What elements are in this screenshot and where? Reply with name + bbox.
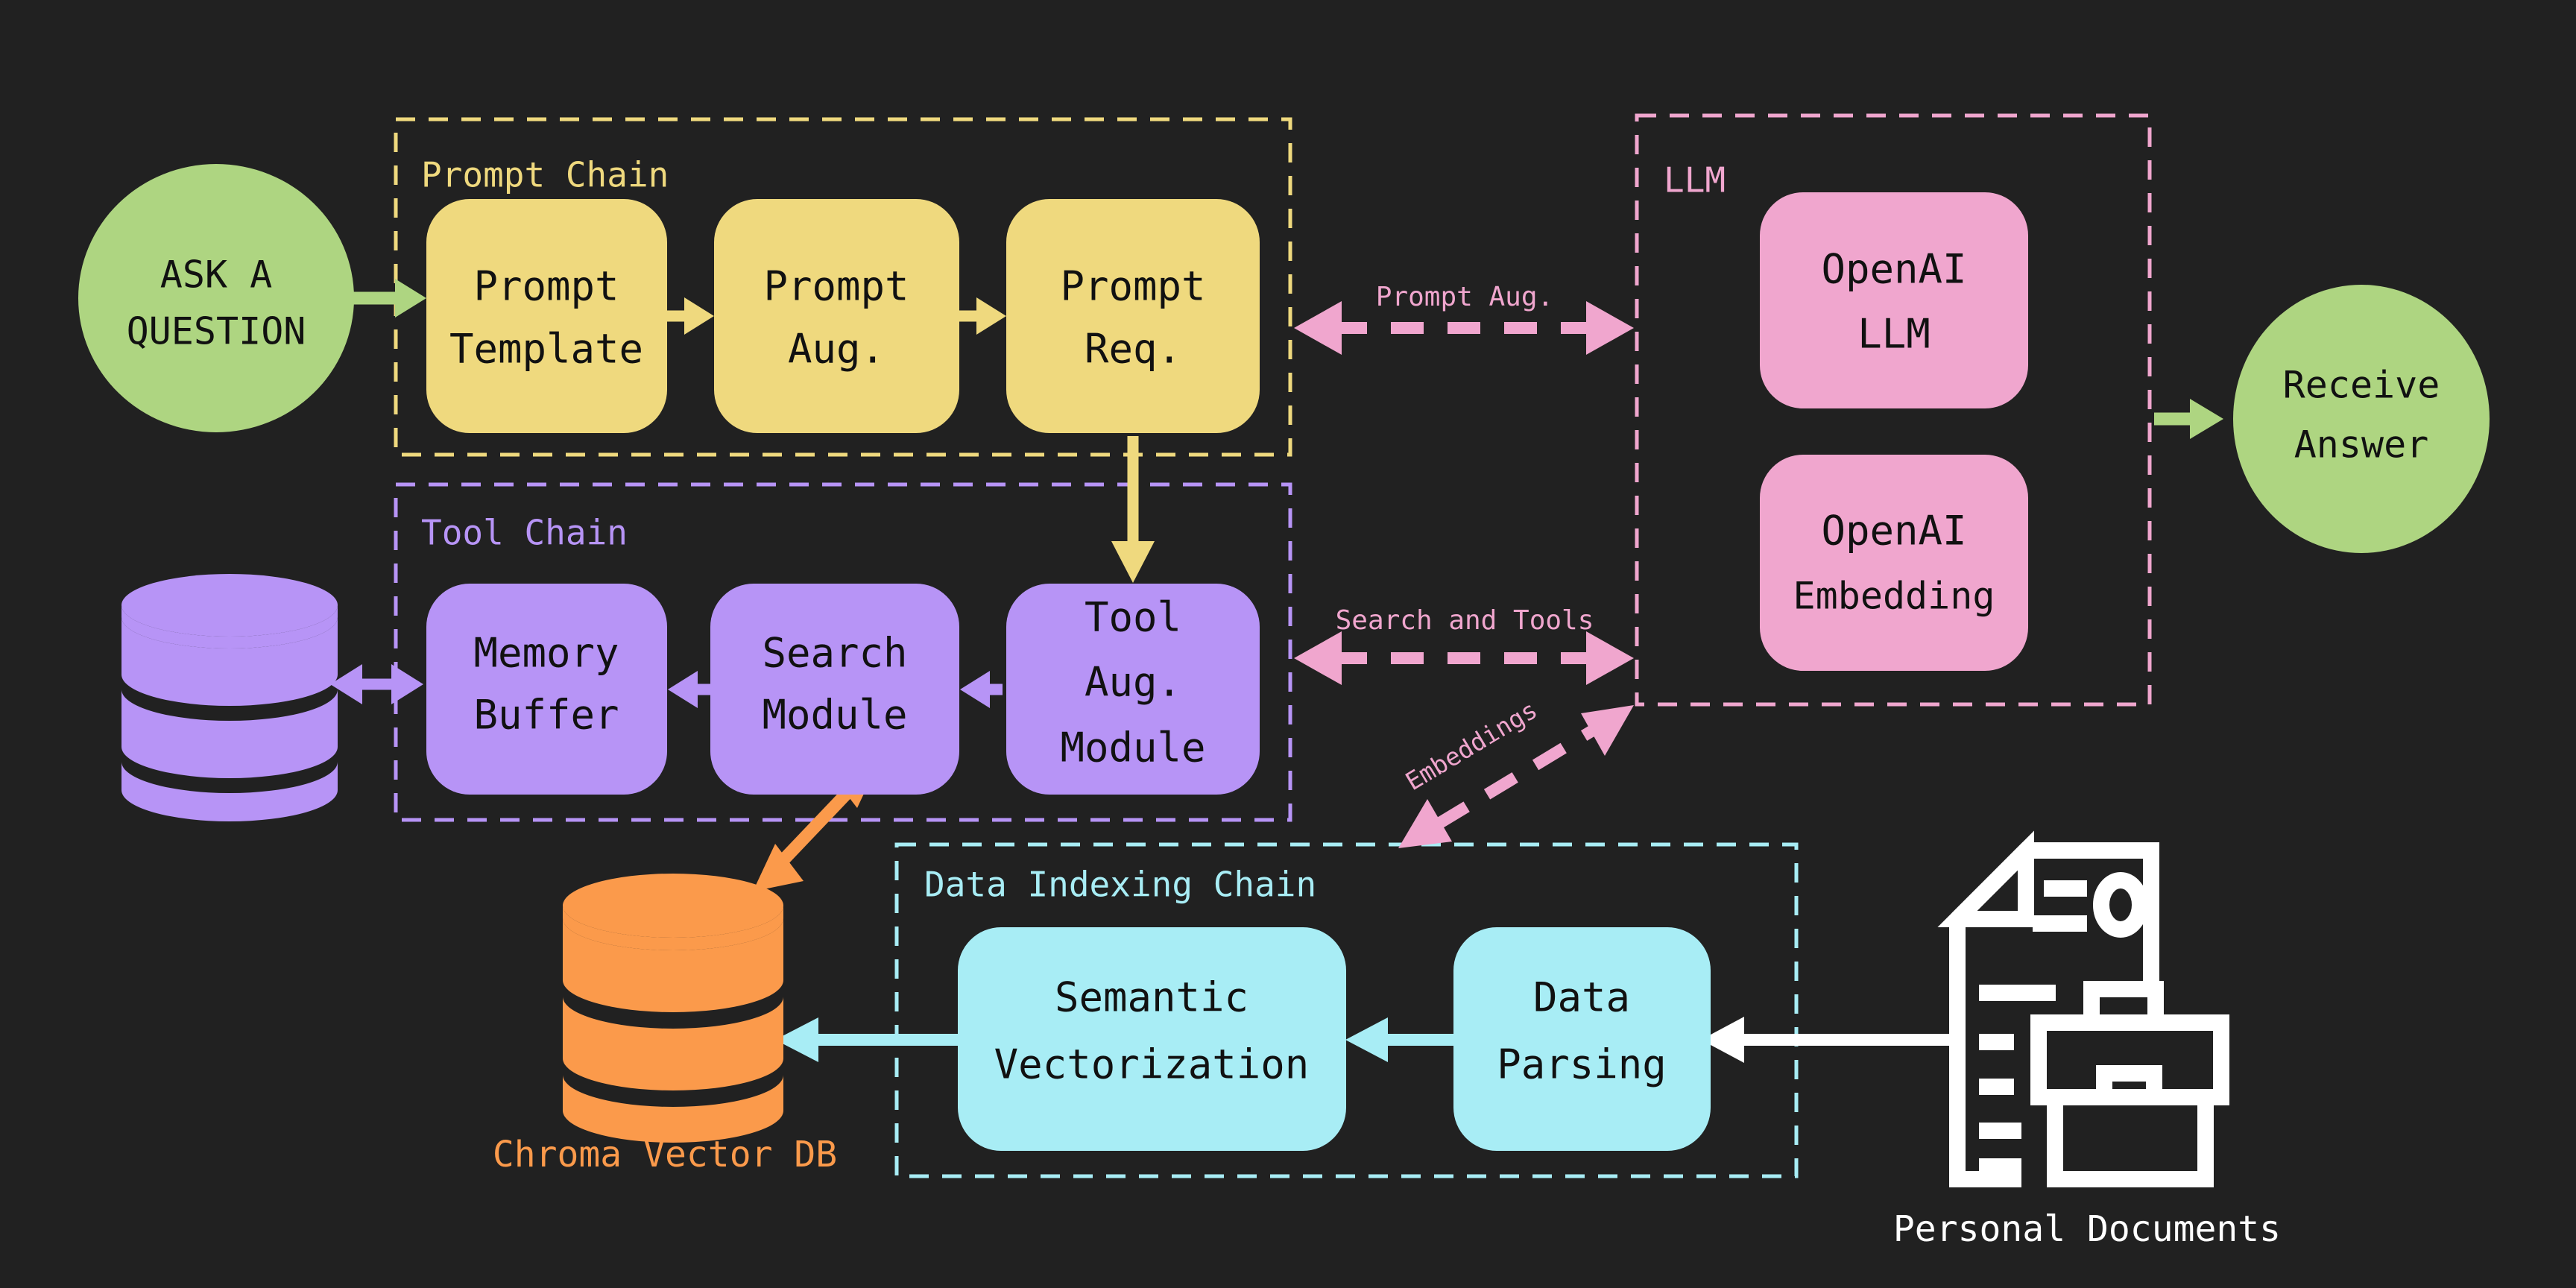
edge-aug-to-req	[959, 297, 1006, 335]
group-tool-chain: Tool Chain	[394, 482, 1292, 822]
tool-chain-border	[394, 482, 1292, 822]
prompt-req-label-line2: Req.	[1085, 326, 1181, 373]
openai-llm-box[interactable]	[1760, 192, 2028, 408]
data-parsing-label-line1: Data	[1533, 974, 1630, 1021]
group-data-indexing-chain: Data Indexing Chain	[894, 842, 1799, 1178]
prompt-chain-border	[394, 117, 1292, 457]
tool-aug-module-label-line1: Tool	[1085, 594, 1181, 641]
edge-req-to-toolaug	[1111, 436, 1155, 583]
prompt-aug-label-line1: Prompt	[763, 263, 909, 310]
chroma-vector-db-label: Chroma Vector DB	[493, 1134, 837, 1175]
data-indexing-chain-label: Data Indexing Chain	[924, 865, 1316, 905]
data-indexing-chain-border	[894, 842, 1799, 1178]
node-prompt-req[interactable]: Prompt Req.	[1006, 199, 1260, 433]
edge-toolchain-to-llm: Search and Tools	[1294, 605, 1634, 685]
openai-llm-label-line1: OpenAI	[1821, 246, 1966, 293]
edge-label-search-and-tools: Search and Tools	[1336, 605, 1594, 636]
prompt-req-box[interactable]	[1006, 199, 1260, 433]
group-prompt-chain: Prompt Chain	[394, 117, 1292, 457]
prompt-aug-label-line2: Aug.	[788, 326, 885, 373]
personal-documents-label: Personal Documents	[1893, 1208, 2281, 1250]
openai-embedding-box[interactable]	[1760, 455, 2028, 671]
semantic-vectorization-label-line2: Vectorization	[994, 1041, 1310, 1088]
ask-question-ellipse[interactable]	[78, 164, 354, 432]
tool-aug-module-box[interactable]	[1006, 584, 1260, 795]
receive-answer-label-line2: Answer	[2294, 423, 2429, 467]
database-icon-chroma	[563, 874, 783, 1143]
semantic-vectorization-box[interactable]	[958, 927, 1346, 1151]
edge-parsing-to-vectorization	[1345, 1017, 1453, 1062]
edge-documents-to-parsing	[1701, 1017, 1957, 1063]
node-openai-embedding[interactable]: OpenAI Embedding	[1760, 455, 2028, 671]
database-icon	[121, 574, 338, 821]
node-chroma-vector-db[interactable]: Chroma Vector DB	[493, 874, 837, 1175]
edge-memory-to-db	[330, 664, 423, 704]
prompt-aug-box[interactable]	[714, 199, 959, 433]
node-memory-buffer[interactable]: Memory Buffer	[426, 584, 667, 795]
prompt-template-box[interactable]	[426, 199, 667, 433]
tool-aug-module-label-line3: Module	[1060, 724, 1205, 771]
prompt-template-label-line2: Template	[449, 326, 643, 373]
node-data-parsing[interactable]: Data Parsing	[1453, 927, 1711, 1151]
ask-question-label-line1: ASK A	[160, 253, 273, 297]
openai-embedding-label-line1: OpenAI	[1821, 508, 1966, 555]
node-search-module[interactable]: Search Module	[710, 584, 959, 795]
edge-promptchain-to-llm: Prompt Aug.	[1294, 282, 1634, 355]
node-receive-answer[interactable]: Receive Answer	[2233, 285, 2490, 553]
prompt-template-label-line1: Prompt	[473, 263, 619, 310]
data-parsing-label-line2: Parsing	[1497, 1041, 1667, 1088]
semantic-vectorization-label-line1: Semantic	[1055, 974, 1248, 1021]
memory-buffer-box[interactable]	[426, 584, 667, 795]
node-openai-llm[interactable]: OpenAI LLM	[1760, 192, 2028, 408]
group-llm: LLM	[1635, 113, 2152, 707]
ask-question-label-line2: QUESTION	[127, 310, 306, 353]
tool-aug-module-label-line2: Aug.	[1085, 659, 1181, 706]
search-module-box[interactable]	[710, 584, 959, 795]
tool-chain-label: Tool Chain	[421, 513, 628, 553]
node-prompt-template[interactable]: Prompt Template	[426, 199, 667, 433]
prompt-chain-label: Prompt Chain	[421, 155, 669, 195]
search-module-label-line1: Search	[762, 630, 907, 677]
edge-llm-to-receive	[2154, 399, 2223, 439]
edge-vectorization-to-chroma	[775, 1017, 958, 1062]
node-memory-database-cylinder[interactable]	[121, 574, 338, 821]
receive-answer-ellipse[interactable]	[2233, 285, 2490, 553]
openai-embedding-label-line2: Embedding	[1793, 575, 1995, 618]
memory-buffer-label-line2: Buffer	[473, 692, 619, 739]
openai-llm-label-line2: LLM	[1857, 311, 1931, 358]
node-prompt-aug[interactable]: Prompt Aug.	[714, 199, 959, 433]
node-semantic-vectorization[interactable]: Semantic Vectorization	[958, 927, 1346, 1151]
receive-answer-label-line1: Receive	[2283, 364, 2440, 407]
edge-label-prompt-aug: Prompt Aug.	[1376, 282, 1553, 312]
node-ask-a-question[interactable]: ASK A QUESTION	[78, 164, 354, 432]
search-module-label-line2: Module	[762, 692, 907, 739]
edge-search-to-memory	[668, 671, 710, 708]
node-tool-aug-module[interactable]: Tool Aug. Module	[1006, 584, 1260, 795]
document-briefcase-icon	[1937, 830, 2229, 1187]
node-personal-documents[interactable]: Personal Documents	[1893, 830, 2281, 1250]
llm-label: LLM	[1664, 160, 1726, 201]
edge-ask-to-template	[350, 279, 426, 318]
data-parsing-box[interactable]	[1453, 927, 1711, 1151]
memory-buffer-label-line1: Memory	[473, 630, 619, 677]
edge-template-to-aug	[667, 297, 714, 335]
prompt-req-label-line1: Prompt	[1060, 263, 1205, 310]
edge-toolaug-to-search	[960, 671, 1003, 708]
llm-border	[1635, 113, 2152, 707]
